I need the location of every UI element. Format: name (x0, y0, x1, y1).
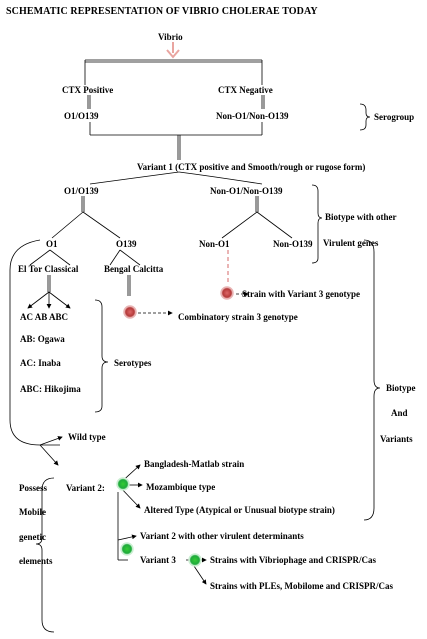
node-non-o1-non-o139-top: Non-O1/Non-O139 (216, 111, 289, 121)
label-elements: elements (19, 556, 53, 566)
biotype-other-brace (311, 184, 323, 264)
label-ac-inaba: AC: Inaba (20, 358, 61, 368)
variant1-fork (51, 171, 293, 239)
node-eltor-classical: El Tor Classical (18, 264, 79, 274)
page-title: SCHEMATIC REPRESENTATION OF VIBRIO CHOLE… (6, 6, 318, 17)
serotypes-brace (94, 299, 109, 413)
label-variants: Variants (380, 434, 413, 444)
node-mozambique: Mozambique type (146, 482, 216, 492)
green-dot-variant2-other (120, 542, 134, 556)
node-wild-type: Wild type (68, 432, 106, 442)
red-dot-variant3 (220, 286, 234, 300)
node-bangladesh: Bangladesh-Matlab strain (144, 459, 245, 469)
biotype-variants-brace (363, 239, 381, 521)
node-vibriophage: Strains with Vibriophage and CRISPR/Cas (210, 555, 377, 565)
label-genetic: genetic (19, 532, 46, 542)
label-biotype-other: Biotype with other (325, 212, 397, 222)
node-o139: O139 (116, 239, 137, 249)
node-ac-ab-abc: AC AB ABC (20, 312, 69, 322)
label-serogroup: Serogroup (374, 112, 415, 122)
o1-curve (9, 239, 60, 446)
mobile-elements-brace (35, 477, 55, 633)
top-split-lines (84, 59, 265, 160)
node-o1: O1 (46, 239, 58, 249)
label-possess: Possess (19, 483, 48, 493)
label-serotypes: Serotypes (114, 358, 152, 368)
serogroup-brace (359, 103, 371, 131)
node-non-o1-non-o139-mid: Non-O1/Non-O139 (210, 186, 283, 196)
node-ctx-positive: CTX Positive (62, 85, 114, 95)
node-altered: Altered Type (Atypical or Unusual biotyp… (144, 505, 335, 515)
label-abc-hikojima: ABC: Hikojima (20, 384, 81, 394)
node-vibrio: Vibrio (158, 32, 183, 42)
label-biotype: Biotype (386, 383, 416, 393)
green-dot-variant2 (116, 477, 130, 491)
node-o1-o139-mid: O1/O139 (64, 186, 99, 196)
node-non-o1: Non-O1 (199, 239, 230, 249)
label-ab-ogawa: AB: Ogawa (20, 334, 65, 344)
label-mobile: Mobile (19, 507, 46, 517)
label-strain-variant3: Strain with Variant 3 genotype (242, 289, 361, 299)
node-ctx-negative: CTX Negative (218, 85, 273, 95)
green-dot-variant3 (188, 553, 202, 567)
label-and: And (391, 408, 408, 418)
node-bengal-calcitta: Bengal Calcitta (104, 264, 164, 274)
node-ples: Strains with PLEs, Mobilome and CRISPR/C… (210, 581, 394, 591)
vibrio-arrow (166, 42, 180, 59)
node-variant2-other: Variant 2 with other virulent determinan… (140, 531, 304, 541)
red-dot-combinatory (123, 305, 137, 319)
node-non-o139: Non-O139 (273, 239, 313, 249)
node-variant2: Variant 2: (66, 483, 105, 493)
node-variant3: Variant 3 (140, 555, 176, 565)
label-virulent-genes: Virulent genes (323, 238, 379, 248)
node-o1-o139-top: O1/O139 (64, 111, 99, 121)
node-variant1: Variant 1 (CTX positive and Smooth/rough… (137, 162, 366, 172)
label-combinatory: Combinatory strain 3 genotype (178, 312, 298, 322)
